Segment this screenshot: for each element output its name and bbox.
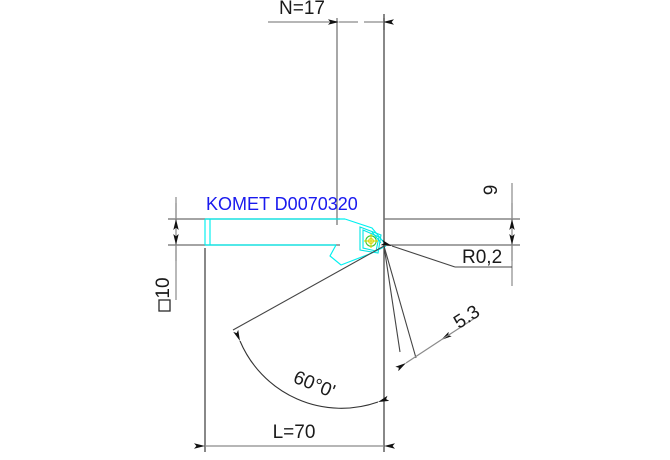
square-icon (158, 299, 171, 312)
leader-line-radius (380, 239, 456, 268)
dimension-label-ten: 10 (153, 277, 174, 298)
insert-outline-outer (359, 226, 382, 254)
head-top-profile (344, 218, 387, 246)
dimension-line-insert-width (395, 331, 452, 372)
part-number-label: KOMET D0070320 (206, 194, 358, 214)
angle-arc (233, 329, 390, 409)
dimension-label-l: L=70 (273, 422, 316, 443)
dimension-label-nine: 9 (481, 185, 502, 196)
dimension-label-radius: R0,2 (462, 247, 502, 268)
dimension-label-angle: 60°0' (290, 367, 338, 403)
angle-leg-lead (232, 245, 385, 331)
dimension-line-insert-width-ext (440, 315, 479, 341)
dimension-label-n: N=17 (279, 0, 325, 19)
head-bottom-profile (329, 244, 387, 266)
center-mark-icon (364, 234, 378, 248)
dimension-label-insert-width: 5.3 (450, 301, 484, 333)
insert-width-leg-right (383, 245, 417, 359)
insert-seat-line (371, 231, 382, 244)
insert-width-leg-left (383, 245, 401, 353)
